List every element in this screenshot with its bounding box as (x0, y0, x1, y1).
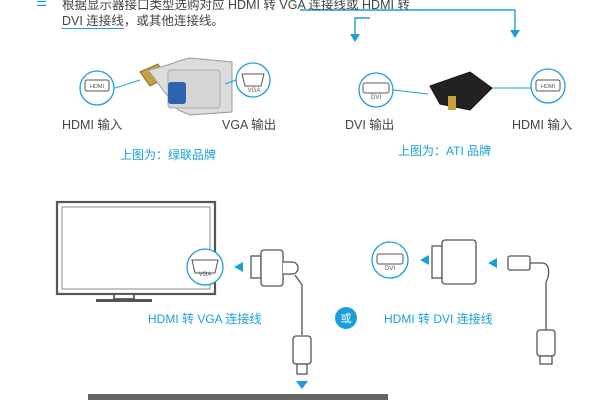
instruction-line-2-highlight: DVI 连接线 (62, 14, 124, 29)
vga-cable-diagram (186, 248, 312, 389)
vga-output-label: VGA 输出 (222, 118, 277, 132)
hdmi-to-dvi-cable-label: HDMI 转 DVI 连接线 (384, 312, 493, 326)
dvi-cable-diagram (371, 239, 556, 365)
or-badge-label: 或 (340, 313, 352, 325)
hdmi-input-label-right: HDMI 输入 (512, 118, 573, 132)
dvi-hdmi-adapter-image (358, 68, 566, 111)
bottom-device-edge (88, 394, 388, 400)
hdmi-to-vga-cable-label: HDMI 转 VGA 连接线 (148, 312, 262, 326)
vga-badge-label: VGA (247, 88, 261, 94)
instruction-line-2-rest: ，或其他连接线。 (123, 14, 224, 28)
top-connector-lines (300, 9, 516, 36)
instruction-line-1: 根据显示器接口类型选购对应 HDMI 转 VGA 连接线或 HDMI 转 (62, 0, 410, 12)
hdmi-vga-adapter-image (79, 57, 271, 116)
left-adapter-caption: 上图为：绿联品牌 (120, 148, 217, 162)
or-badge-circle (335, 307, 357, 329)
list-marker-icon: ☰ (36, 0, 48, 9)
right-adapter-caption: 上图为：ATI 品牌 (398, 144, 492, 158)
hdmi-badge-label-right: HDMI (540, 84, 556, 90)
monitor-illustration (55, 200, 217, 302)
arrow-down-left (350, 34, 360, 42)
hdmi-input-label: HDMI 输入 (62, 118, 123, 132)
diagram-vga-badge-label: VGA (198, 272, 212, 278)
dvi-output-label: DVI 输出 (345, 118, 395, 132)
hdmi-badge-label: HDMI (89, 84, 105, 90)
diagram-dvi-badge-label: DVI (384, 266, 395, 272)
dvi-badge-label: DVI (370, 95, 381, 101)
instruction-line-2: DVI 连接线，或其他连接线。 (62, 10, 224, 29)
arrow-down-right (510, 30, 520, 38)
